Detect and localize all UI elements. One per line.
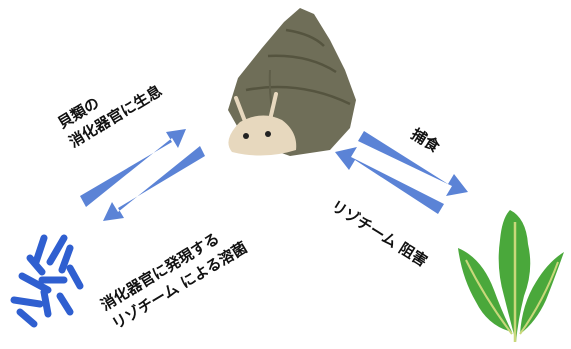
snail-icon bbox=[228, 8, 356, 156]
arrow-snail-to-bacteria bbox=[103, 146, 205, 221]
arrow-snail-to-seaweed bbox=[358, 131, 468, 196]
arrow-seaweed-to-snail bbox=[335, 147, 444, 214]
arrow-bacteria-to-snail bbox=[80, 129, 186, 207]
bacteria-icon bbox=[10, 234, 84, 328]
arrows bbox=[80, 129, 468, 221]
seaweed-icon bbox=[458, 210, 564, 342]
